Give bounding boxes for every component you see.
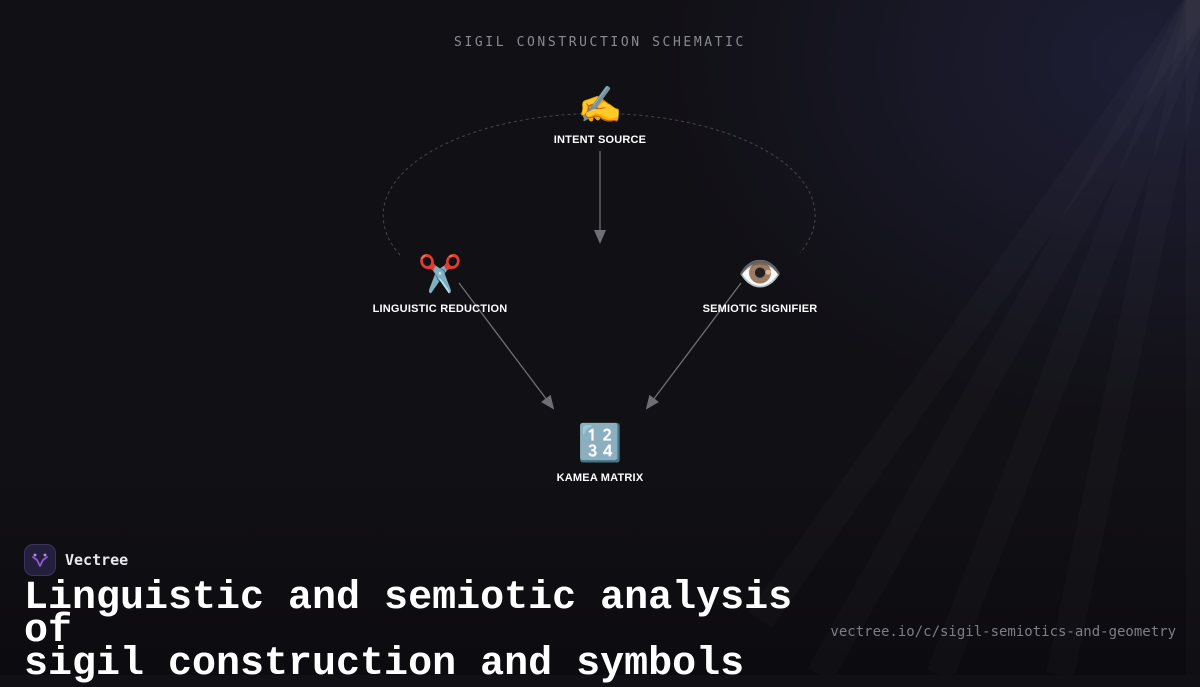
node-label: SEMIOTIC SIGNIFIER — [702, 303, 818, 315]
node-intent-source: ✍️ INTENT SOURCE — [500, 84, 700, 146]
writing-hand-icon: ✍️ — [577, 85, 623, 126]
node-label: KAMEA MATRIX — [556, 472, 644, 484]
node-linguistic-reduction: ✂️ LINGUISTIC REDUCTION — [340, 253, 540, 315]
node-kamea-matrix: 🔢 KAMEA MATRIX — [500, 422, 700, 484]
brand[interactable]: Vectree — [24, 544, 128, 576]
scissors-icon: ✂️ — [417, 254, 463, 295]
brand-name: Vectree — [65, 551, 129, 569]
title-line-1: Linguistic and semiotic analysis of — [24, 576, 793, 654]
page-title: Linguistic and semiotic analysis of sigi… — [24, 579, 824, 685]
edge-linguistic-to-kamea — [458, 282, 555, 410]
title-line-2: sigil construction and symbols — [24, 642, 745, 687]
node-label: LINGUISTIC REDUCTION — [372, 303, 508, 315]
edge-semiotic-to-kamea — [645, 282, 742, 410]
eye-icon: 👁️ — [737, 254, 783, 295]
numbers-icon: 🔢 — [577, 423, 623, 464]
course-url-link[interactable]: vectree.io/c/sigil-semiotics-and-geometr… — [830, 624, 1176, 640]
orbit-path — [382, 112, 816, 256]
node-label: INTENT SOURCE — [553, 134, 647, 146]
vectree-logo-icon — [24, 544, 56, 576]
node-semiotic-signifier: 👁️ SEMIOTIC SIGNIFIER — [660, 253, 860, 315]
diagram-heading: SIGIL CONSTRUCTION SCHEMATIC — [454, 35, 746, 50]
